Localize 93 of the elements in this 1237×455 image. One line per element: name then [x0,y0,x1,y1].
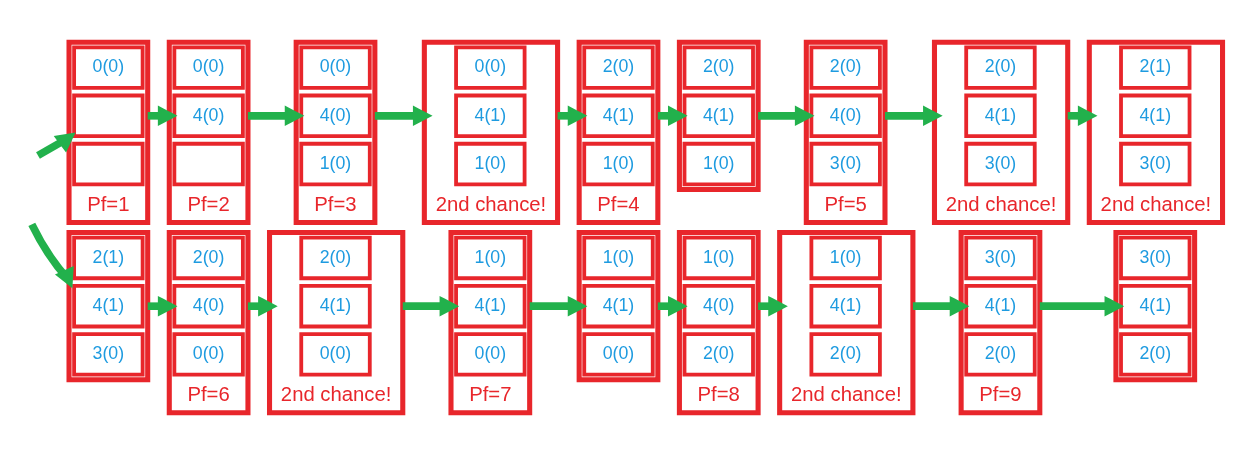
arrow [247,105,305,127]
cluster [803,39,888,225]
arrow [657,295,688,317]
node-box: 2(0) [809,332,882,377]
node-box: 1(0) [299,141,372,187]
cluster [448,230,533,416]
node-box [72,141,145,187]
node-box: 4(0) [172,283,245,329]
cluster [66,39,151,225]
arrow [912,295,970,317]
node-box: 0(0) [172,332,245,377]
node-box: 1(0) [582,141,655,187]
node-box: 4(1) [454,283,527,329]
cluster [958,230,1043,416]
node-label: Pf=5 [824,192,867,215]
node-box: 2(0) [172,235,245,281]
node-box: 1(0) [682,141,755,187]
node-box: 2(1) [72,235,145,281]
cluster [166,39,251,225]
node-label: Pf=7 [469,383,512,406]
cluster [777,230,916,416]
node-box: 1(0) [454,235,527,281]
node-box: 4(1) [299,283,372,329]
node-box: 4(0) [682,283,755,329]
node-box: 3(0) [1119,235,1192,281]
node-label: Pf=1 [87,192,130,215]
node-box: 1(0) [682,235,755,281]
node-box: 4(1) [964,283,1037,329]
node-box: 0(0) [454,332,527,377]
node-box: 2(0) [299,235,372,281]
node-label: Pf=8 [697,383,740,406]
node-box: 0(0) [582,332,655,377]
cluster [676,39,761,192]
cluster [166,230,251,416]
cluster [293,39,378,225]
cluster [1086,39,1226,225]
node-box: 4(1) [72,283,145,329]
node-box: 3(0) [1119,141,1192,187]
node-label: Pf=4 [597,192,640,215]
node-box: 2(0) [1119,332,1192,377]
cluster [576,39,661,225]
node-box: 4(1) [682,93,755,139]
node-box: 4(0) [299,93,372,139]
node-label: 2nd chance! [280,383,392,406]
cluster [66,230,151,383]
cluster [576,230,661,383]
arrow [28,222,74,289]
node-box: 4(1) [454,93,527,139]
cluster [676,230,761,416]
node-box: 3(0) [809,141,882,187]
node-box: 3(0) [964,235,1037,281]
arrow [374,105,433,127]
node-label: 2nd chance! [790,383,902,406]
node-box: 4(1) [582,93,655,139]
node-box [172,141,245,187]
node-label: 2nd chance! [945,192,1057,215]
node-box: 0(0) [72,45,145,90]
node-box: 0(0) [299,332,372,377]
node-label: 2nd chance! [1100,192,1212,215]
node-label: Pf=2 [187,192,230,215]
node-box: 4(1) [1119,283,1192,329]
node-box: 1(0) [454,141,527,187]
node-box: 0(0) [454,45,527,90]
cluster [421,39,561,225]
node-box: 4(1) [809,283,882,329]
cluster [1113,230,1198,383]
node-box: 2(0) [809,45,882,90]
node-box: 4(0) [172,93,245,139]
cluster [931,39,1071,225]
node-box: 2(0) [964,45,1037,90]
node-box: 1(0) [809,235,882,281]
arrow [36,132,76,159]
node-label: Pf=9 [979,383,1022,406]
node-box: 2(0) [964,332,1037,377]
node-box: 4(1) [582,283,655,329]
node-box: 0(0) [299,45,372,90]
node-box: 1(0) [582,235,655,281]
node-box: 4(1) [964,93,1037,139]
node-box: 2(1) [1119,45,1192,90]
node-label: Pf=3 [314,192,357,215]
node-box: 2(0) [582,45,655,90]
node-box: 4(1) [1119,93,1192,139]
node-box: 0(0) [172,45,245,90]
node-box: 3(0) [964,141,1037,187]
node-box: 4(0) [809,93,882,139]
node-box: 3(0) [72,332,145,377]
cluster [267,230,406,416]
node-box: 2(0) [682,45,755,90]
arrow [657,105,688,127]
node-box: 2(0) [682,332,755,377]
node-box [72,93,145,139]
node-label: Pf=6 [187,383,230,406]
node-label: 2nd chance! [435,192,547,215]
